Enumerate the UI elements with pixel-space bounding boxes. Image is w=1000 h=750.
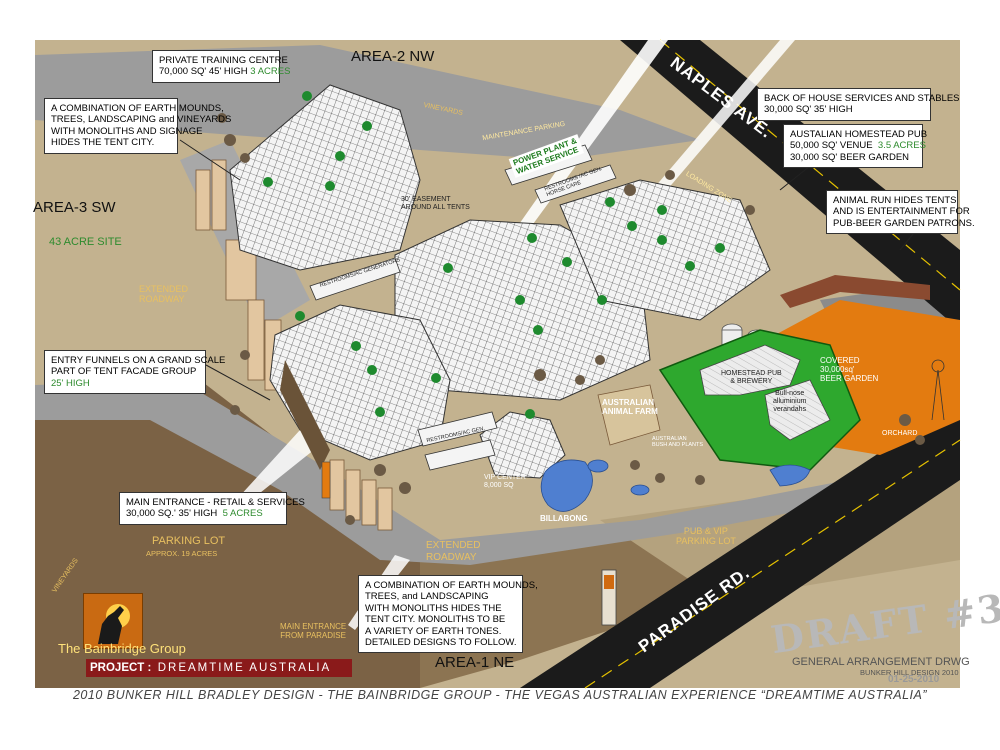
callout-mounds-top: A COMBINATION OF EARTH MOUNDS, TREES, LA…: [44, 98, 231, 154]
callout-homestead-pub: AUSTALIAN HOMESTEAD PUB 50,000 SQ' VENUE…: [783, 124, 927, 169]
trees: [217, 113, 925, 525]
entrance-sign-totem: [601, 569, 617, 626]
windmill: [931, 359, 945, 421]
drawing-title: GENERAL ARRANGEMENT DRWG: [792, 656, 970, 668]
bainbridge-logo: [83, 593, 143, 649]
animal-farm-area: [597, 384, 661, 446]
homestead-pub-label: HOMESTEAD PUB& BREWERY: [721, 370, 782, 386]
bainbridge-group-name: The Bainbridge Group: [58, 641, 186, 656]
tent-group-front: [269, 304, 451, 470]
access-road-south: [35, 380, 960, 565]
billabong-label: BILLABONG: [540, 514, 588, 523]
homestead-pub-building: [658, 329, 861, 471]
service-buildings: [309, 144, 617, 471]
parking-acres-label: APPROX. 19 ACRES: [146, 549, 218, 558]
callout-training-centre: PRIVATE TRAINING CENTRE 70,000 SQ' 45' H…: [152, 50, 290, 83]
designer-credit: BUNKER HILL DESIGN 2010: [860, 668, 959, 677]
paradise-rd-road: [520, 400, 960, 688]
callout-animal-run: ANIMAL RUN HIDES TENTS AND IS ENTERTAINM…: [826, 190, 975, 235]
animal-run-fence: [780, 275, 930, 308]
area-1-ne-label: AREA-1 NE: [435, 654, 515, 671]
site-size-label: 43 ACRE SITE: [49, 236, 122, 248]
callout-mounds-bottom: A COMBINATION OF EARTH MOUNDS, TREES, an…: [358, 575, 538, 654]
tent-group-training: [229, 84, 421, 271]
parking-lot-label: PARKING LOT: [152, 535, 226, 547]
monolith-wall-west: [195, 159, 393, 531]
orchard-label: ORCHARD: [882, 430, 918, 437]
entrance-sign-west: [321, 461, 331, 499]
callout-main-entrance: MAIN ENTRANCE - RETAIL & SERVICES 30,000…: [119, 492, 305, 525]
drawing-date: 01-25-2010: [888, 674, 940, 685]
area-2-nw-label: AREA-2 NW: [351, 48, 435, 65]
billabong-water: [540, 459, 811, 512]
callout-entry-funnels: ENTRY FUNNELS ON A GRAND SCALE PART OF T…: [44, 350, 225, 395]
tent-peaks: [263, 91, 725, 419]
footer-credit: 2010 BUNKER HILL BRADLEY DESIGN - THE BA…: [72, 688, 928, 702]
project-banner: PROJECT : DREAMTIME AUSTRALIA: [86, 659, 352, 677]
tent-vip-center: [479, 411, 566, 479]
area-3-sw-label: AREA-3 SW: [33, 199, 116, 216]
naples-ave-road: [620, 40, 960, 330]
callout-back-of-house: BACK OF HOUSE SERVICES AND STABLES 30,00…: [757, 88, 960, 121]
